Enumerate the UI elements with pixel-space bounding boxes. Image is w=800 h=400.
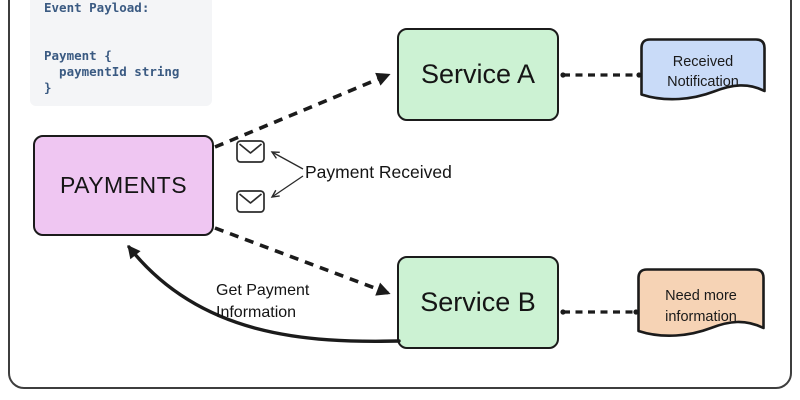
doc-need-more-information-label: Need more information (637, 286, 765, 328)
node-service-a-label: Service A (420, 59, 536, 89)
node-payments: PAYMENTS (33, 135, 214, 236)
node-service-a: Service A (397, 28, 559, 121)
node-service-b-label: Service B (420, 287, 536, 317)
payment-received-label: Payment Received (305, 162, 452, 182)
canvas-frame (8, 0, 792, 389)
doc-label-line: Need more (665, 288, 737, 304)
get-payment-line1: Get Payment (216, 282, 310, 299)
doc-received-notification-label: Received Notification (640, 52, 766, 92)
envelope-icon (236, 140, 265, 163)
get-payment-line2: Information (216, 304, 297, 321)
envelope-icon (236, 190, 265, 213)
doc-need-more-information (637, 268, 765, 337)
doc-label-line: information (665, 309, 737, 325)
node-payments-label: PAYMENTS (59, 172, 188, 198)
doc-received-notification (640, 38, 766, 101)
event-payload-code-block: Event Payload: Payment { paymentId strin… (30, 0, 212, 106)
doc-label-line: Notification (667, 74, 739, 90)
node-service-b: Service B (397, 256, 559, 349)
get-payment-information-label: Get Payment Information (216, 280, 309, 324)
doc-label-line: Received (672, 54, 734, 70)
